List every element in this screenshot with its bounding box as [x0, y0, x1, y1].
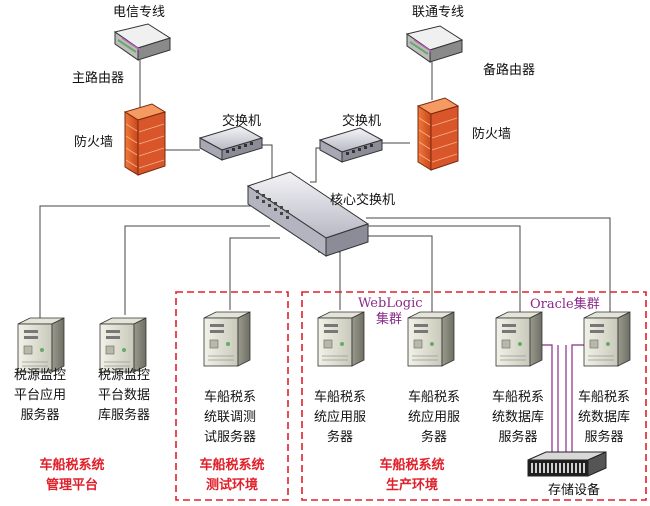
server-label: 税源监控平台应用服务器	[13, 368, 66, 423]
core-switch-icon	[246, 171, 370, 257]
backup-router-icon	[405, 25, 464, 63]
firewall-left-icon	[123, 103, 167, 176]
switch-left-icon	[198, 125, 264, 161]
weblogic-cluster-label-line2: 集群	[376, 312, 403, 327]
connection-lines	[39, 60, 611, 320]
production-environment-box	[301, 291, 647, 501]
switch-right-label: 交换机	[342, 114, 382, 129]
server-tower-icon	[203, 311, 251, 367]
switch-left-label: 交换机	[222, 114, 262, 129]
oracle-cluster-label: Oracle集群	[530, 297, 600, 312]
server-label: 车船税系统联调测试服务器	[203, 390, 256, 445]
core-switch-label: 核心交换机	[330, 193, 396, 208]
firewall-right-label: 防火墙	[472, 127, 512, 142]
server-tower-icon	[407, 311, 455, 367]
server-label: 车船税系统应用服务器	[313, 390, 366, 445]
unicom-line-label: 联通专线	[412, 5, 465, 20]
group-label-production: 车船税系统生产环境	[379, 458, 445, 493]
server-tower-icon	[495, 311, 543, 367]
firewall-left-label: 防火墙	[74, 135, 114, 150]
backup-router-label: 备路由器	[483, 63, 536, 78]
main-router-label: 主路由器	[72, 71, 125, 86]
main-router-icon	[113, 23, 172, 61]
group-label-test: 车船税系统测试环境	[199, 458, 265, 493]
server-tower-icon	[583, 311, 631, 367]
server-tower-icon	[17, 317, 65, 373]
firewall-right-icon	[416, 97, 460, 171]
storage-label: 存储设备	[548, 483, 601, 498]
server-label: 车船税系统数据库服务器	[491, 390, 544, 445]
storage-device-icon	[527, 451, 607, 477]
server-tower-icon	[99, 317, 147, 373]
telecom-line-label: 电信专线	[113, 5, 166, 20]
server-label: 车船税系统应用服务器	[407, 390, 460, 445]
switch-right-icon	[318, 127, 384, 163]
server-tower-icon	[317, 311, 365, 367]
test-environment-box	[175, 291, 289, 501]
weblogic-cluster-label-line1: WebLogic	[358, 296, 423, 311]
server-label: 税源监控平台数据库服务器	[97, 368, 150, 423]
server-label: 车船税系统数据库服务器	[577, 390, 630, 445]
group-label-management: 车船税系统管理平台	[39, 458, 105, 493]
storage-links	[540, 344, 590, 455]
